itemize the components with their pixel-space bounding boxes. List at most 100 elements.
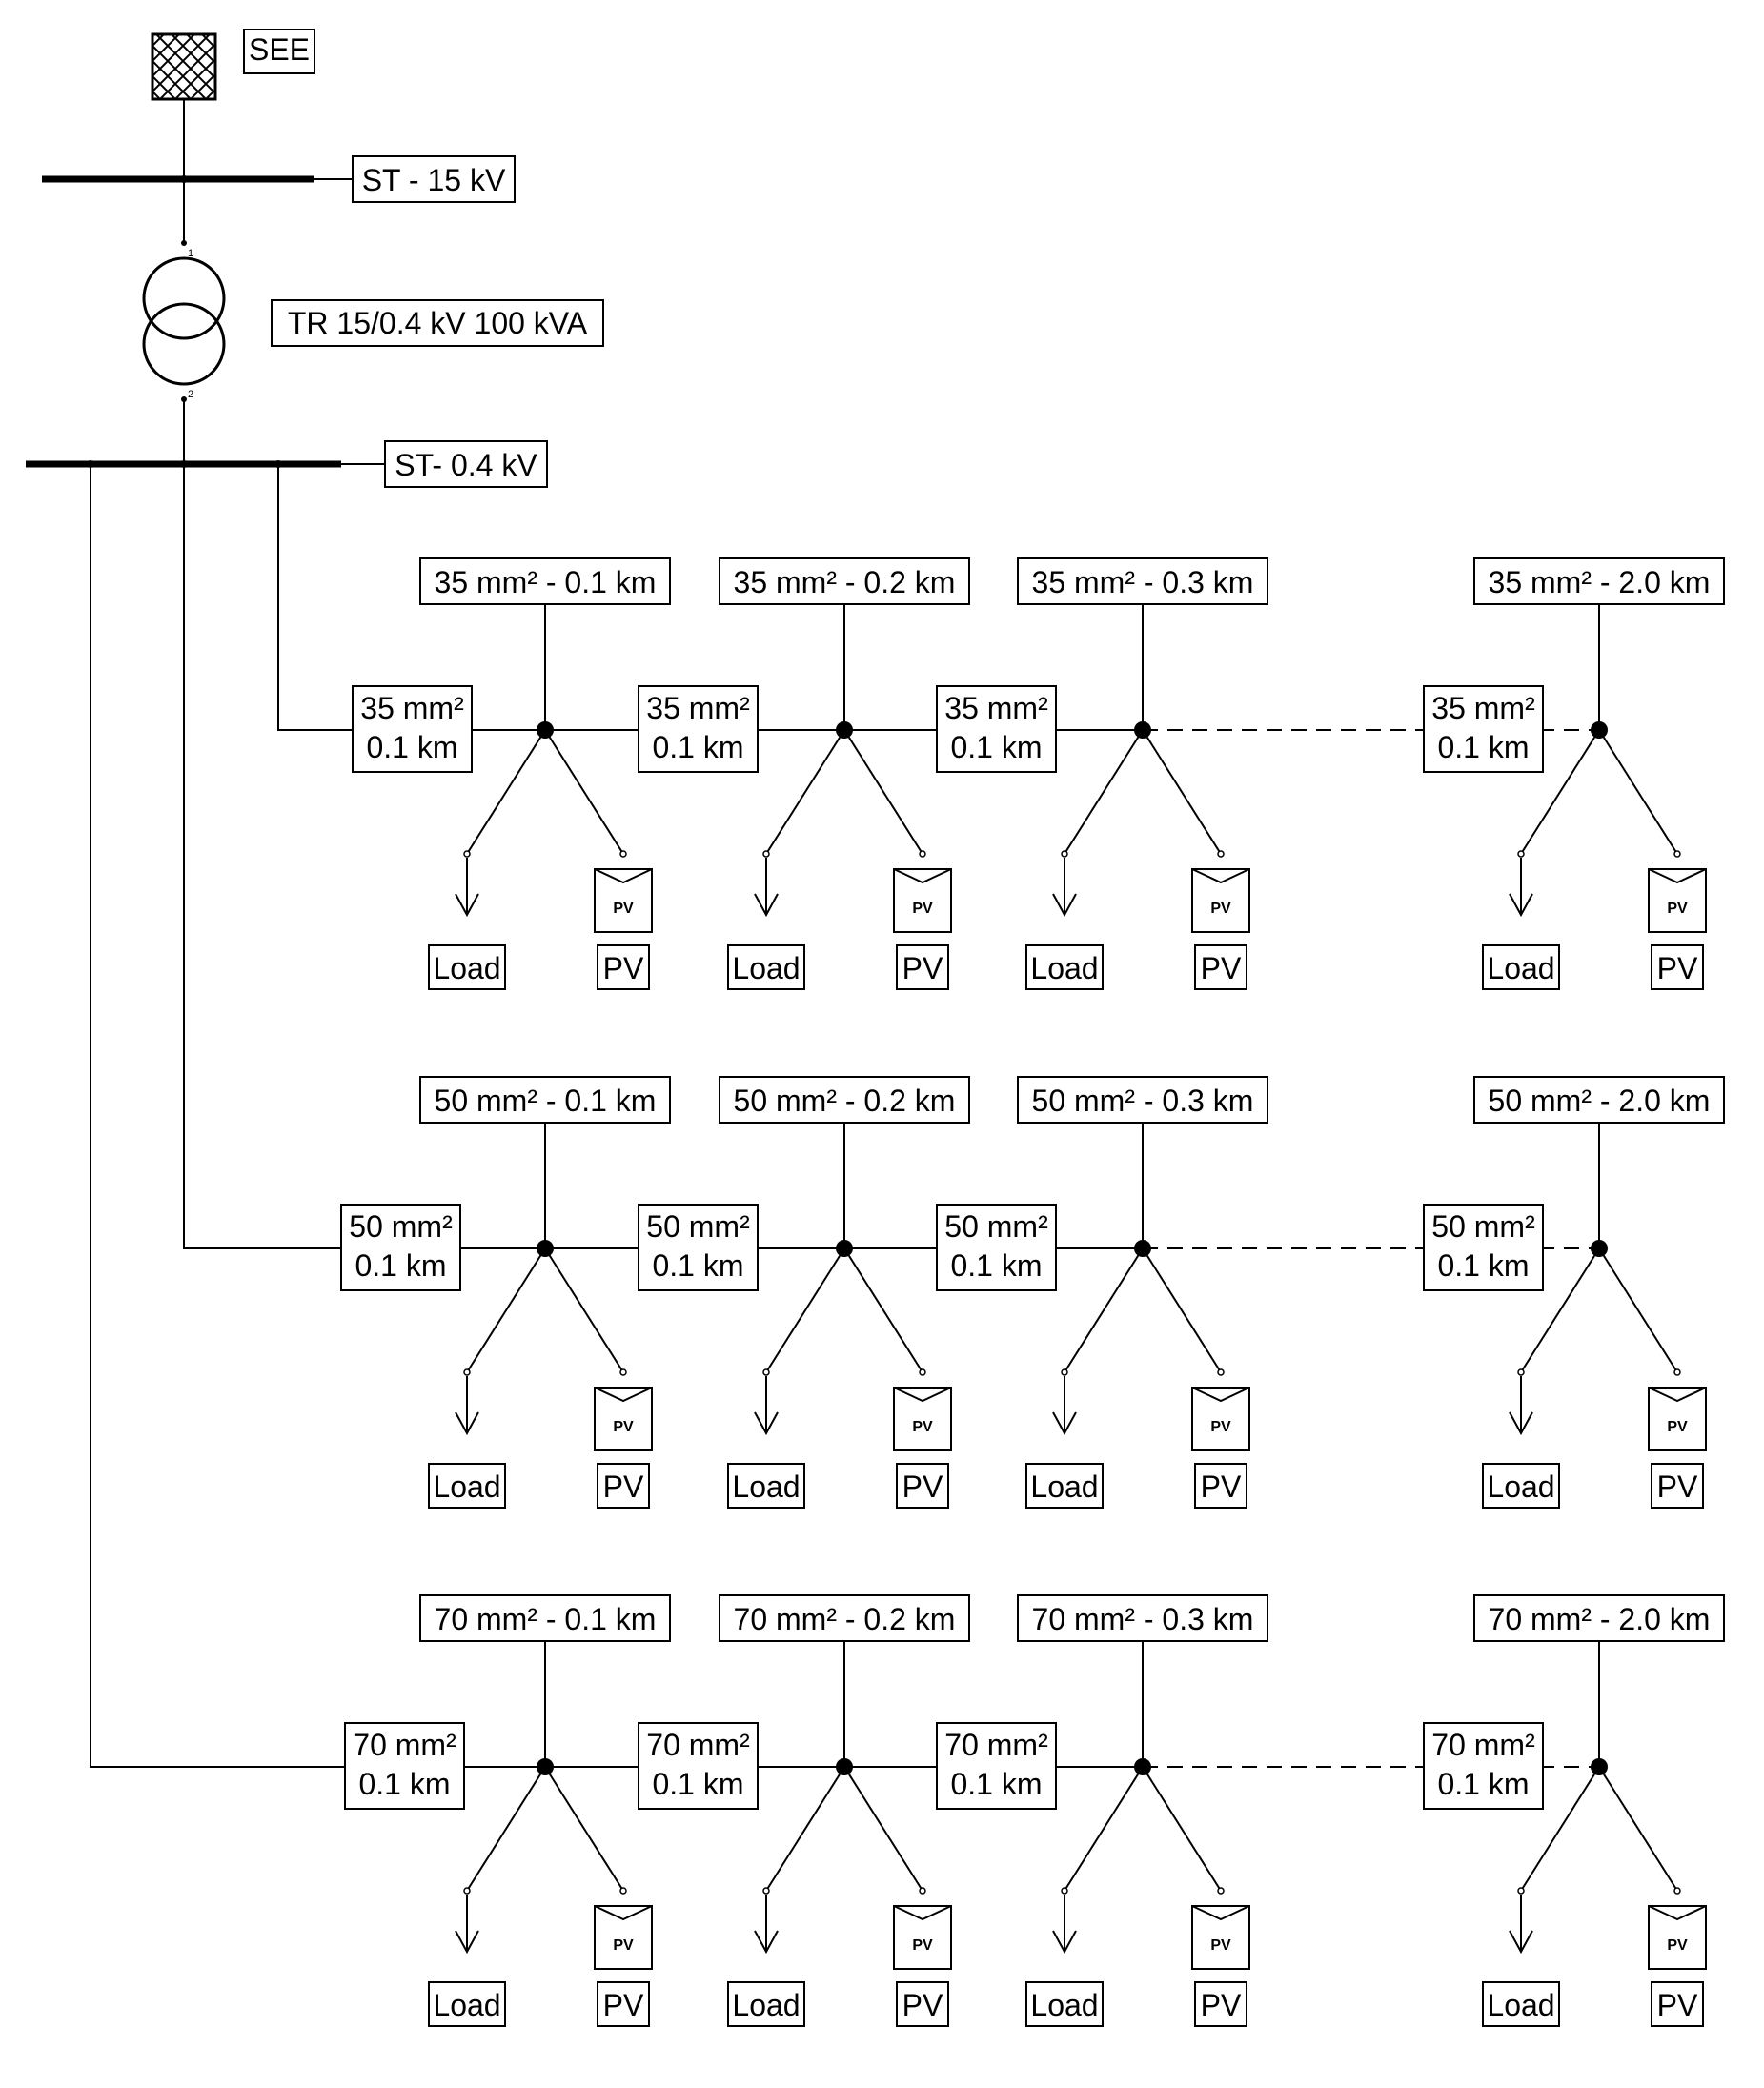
pv-terminal (1217, 1887, 1225, 1895)
segment-length: 0.1 km (652, 730, 743, 764)
segment-label-box (344, 1722, 465, 1810)
load-arrow-icon (455, 1376, 479, 1436)
load-terminal (463, 1887, 471, 1895)
pv-terminal (919, 850, 926, 858)
pv-panel-text: PV (912, 1419, 933, 1435)
load-label-box (727, 944, 805, 990)
load-terminal (1061, 1887, 1068, 1895)
segment-cross-section: 50 mm² (646, 1209, 750, 1244)
segment-label-box (1423, 685, 1544, 773)
transformer-terminal-1-dot (181, 240, 187, 246)
transformer-terminal-2: 2 (188, 389, 193, 400)
load-terminal (463, 1368, 471, 1376)
load-branch (1064, 729, 1144, 855)
pv-branch (843, 1766, 923, 1892)
pv-label: PV (1201, 1988, 1242, 2022)
segment-label-box (936, 1204, 1057, 1291)
node-distance-label: 35 mm² - 2.0 km (1489, 565, 1711, 599)
segment-label-box (936, 685, 1057, 773)
pv-label-box (1194, 944, 1247, 990)
node-label-box (1473, 1594, 1725, 1642)
pv-panel-text: PV (613, 1937, 634, 1954)
feeder-line (90, 464, 1143, 1768)
node-distance-label: 35 mm² - 0.3 km (1032, 565, 1254, 599)
load-label-box (1025, 1463, 1104, 1509)
load-arrow-icon (1052, 858, 1077, 918)
load-arrow-icon (754, 858, 779, 918)
pv-branch (1142, 1247, 1222, 1373)
pv-panel-chevron (893, 868, 952, 884)
load-label-box (1482, 944, 1560, 990)
pv-branch (1598, 1247, 1678, 1373)
segment-cross-section: 70 mm² (944, 1728, 1048, 1762)
pv-branch (1598, 729, 1678, 855)
pv-panel-chevron (1191, 1387, 1250, 1403)
segment-cross-section: 35 mm² (360, 691, 464, 725)
load-label: Load (1030, 1470, 1098, 1504)
load-label: Load (1487, 1988, 1554, 2022)
node-distance-label: 50 mm² - 0.1 km (435, 1084, 657, 1118)
pv-label-box (1194, 1463, 1247, 1509)
node-distance-label: 35 mm² - 0.2 km (734, 565, 956, 599)
grid-source-symbol (151, 32, 217, 101)
load-arrow-icon (754, 1376, 779, 1436)
transformer: 1 2 TR 15/0.4 kV 100 kVA (142, 240, 604, 464)
node-label-box (1473, 1076, 1725, 1124)
load-branch (1064, 1766, 1144, 1892)
load-label: Load (732, 1988, 800, 2022)
grid-source: SEE (151, 29, 315, 179)
pv-panel-chevron (1648, 1387, 1707, 1403)
pv-panel-icon (1648, 1387, 1707, 1451)
pv-panel-icon (1191, 1387, 1250, 1451)
load-label: Load (1487, 1470, 1554, 1504)
load-branch (1520, 1247, 1600, 1373)
segment-length: 0.1 km (355, 1248, 446, 1283)
segment-cross-section: 35 mm² (646, 691, 750, 725)
pv-label: PV (603, 951, 644, 985)
load-label-box (727, 1981, 805, 2027)
pv-branch (843, 1247, 923, 1373)
load-terminal (1517, 850, 1525, 858)
load-branch (765, 1766, 845, 1892)
segment-cross-section: 70 mm² (1431, 1728, 1535, 1762)
pv-panel-icon (594, 868, 653, 933)
load-label: Load (433, 951, 500, 985)
pv-panel-icon (893, 868, 952, 933)
pv-panel-icon (594, 1387, 653, 1451)
load-branch (765, 1247, 845, 1373)
feeder-line (277, 464, 1143, 731)
node-label-box (1017, 1076, 1268, 1124)
load-label: Load (1487, 951, 1554, 985)
node-distance-label: 35 mm² - 0.1 km (435, 565, 657, 599)
segment-length: 0.1 km (652, 1248, 743, 1283)
segment-label-box (1423, 1204, 1544, 1291)
node-distance-label: 70 mm² - 2.0 km (1489, 1602, 1711, 1636)
pv-panel-text: PV (613, 901, 634, 917)
pv-panel-text: PV (1667, 1937, 1688, 1954)
node-label-box (419, 557, 671, 605)
pv-panel-text: PV (912, 901, 933, 917)
node-label-box (1017, 1594, 1268, 1642)
segment-label-box (1423, 1722, 1544, 1810)
pv-label: PV (603, 1470, 644, 1504)
node-label-box (419, 1076, 671, 1124)
pv-label-box (1651, 944, 1704, 990)
lv-busbar-group: ST- 0.4 kV (26, 440, 548, 488)
pv-panel-text: PV (1210, 1419, 1231, 1435)
pv-label-box (1651, 1463, 1704, 1509)
pv-label: PV (1201, 951, 1242, 985)
node-label-box (419, 1594, 671, 1642)
pv-panel-chevron (893, 1387, 952, 1403)
node-label-box (719, 1076, 970, 1124)
pv-terminal (1673, 1887, 1681, 1895)
segment-label-box (638, 1204, 759, 1291)
pv-panel-chevron (1191, 868, 1250, 884)
pv-label: PV (1657, 951, 1698, 985)
pv-branch (1142, 729, 1222, 855)
segment-label-box (340, 1204, 461, 1291)
load-terminal (762, 850, 770, 858)
load-label-box (727, 1463, 805, 1509)
segment-length: 0.1 km (950, 730, 1042, 764)
load-terminal (1061, 1368, 1068, 1376)
